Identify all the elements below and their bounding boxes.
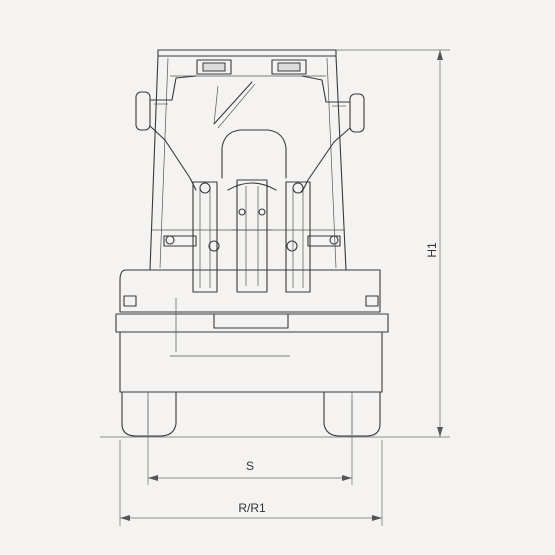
machine-body xyxy=(115,269,389,393)
mirror-left xyxy=(135,75,197,191)
right-strut xyxy=(285,181,341,293)
seat-backrest xyxy=(221,129,287,179)
r-r1-label: R/R1 xyxy=(238,501,266,515)
h1-label: H1 xyxy=(425,242,439,258)
dimension-r-r1 xyxy=(119,440,383,526)
dimension-h1 xyxy=(336,49,450,437)
s-label: S xyxy=(246,459,254,473)
steering-column xyxy=(227,179,277,293)
left-strut xyxy=(163,181,220,293)
wiper-arm xyxy=(213,81,253,125)
dimension-s xyxy=(147,400,353,485)
roof-light-left xyxy=(196,59,232,75)
roof-light-right xyxy=(271,59,307,75)
wheel-left xyxy=(121,391,177,437)
cab-frame xyxy=(149,49,347,271)
mirror-right xyxy=(301,75,365,193)
